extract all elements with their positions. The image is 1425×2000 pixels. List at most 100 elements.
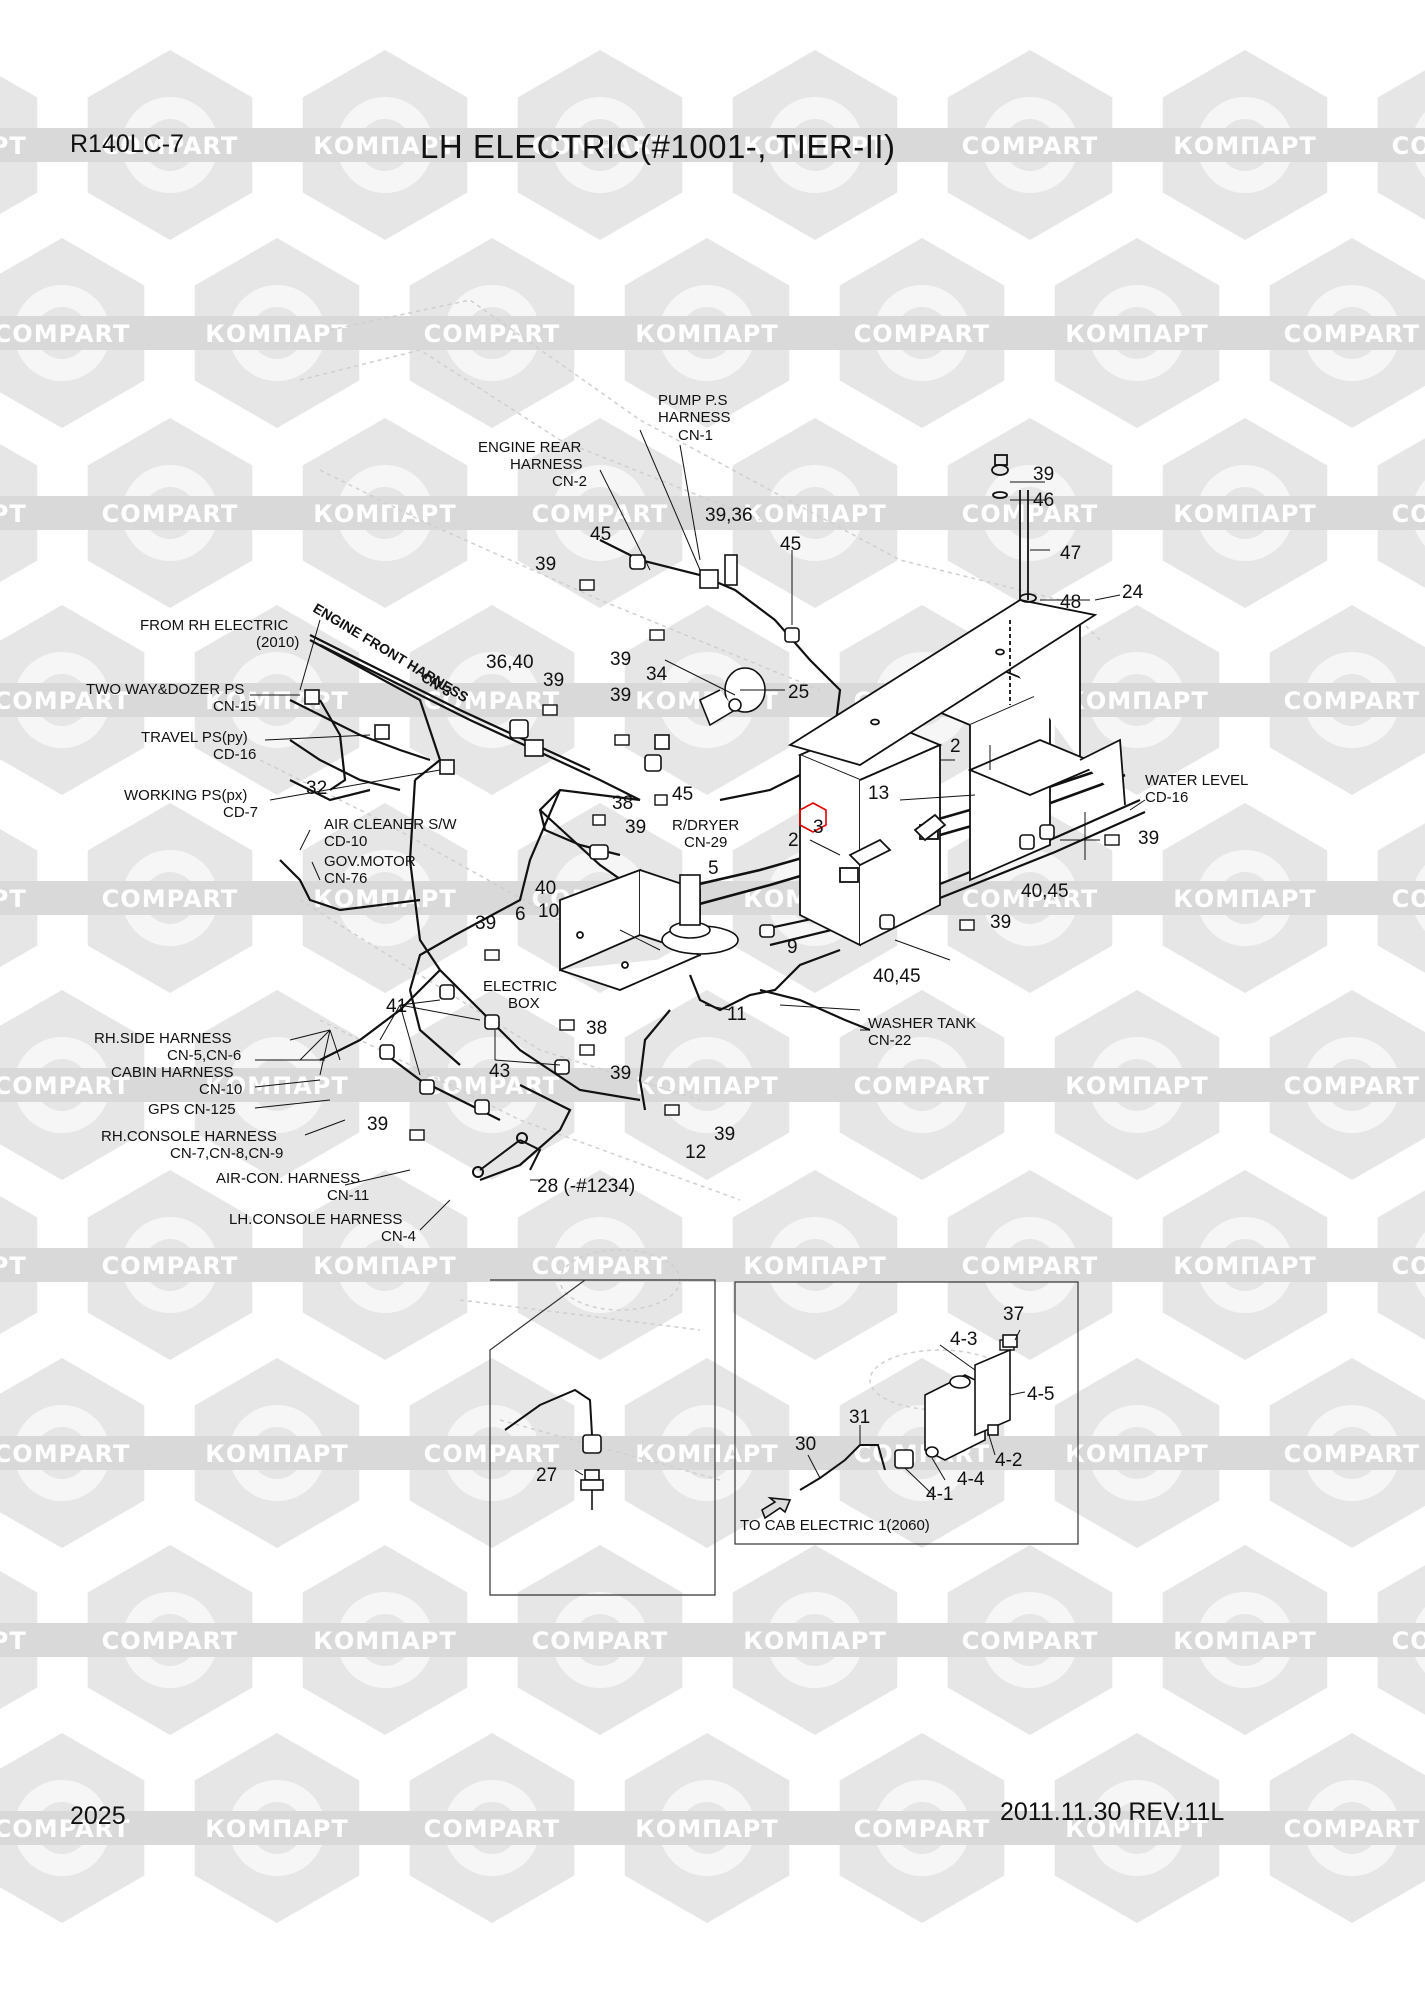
watermark-text: COMPART: [854, 1815, 991, 1843]
watermark-tile: КОМПАРТ: [707, 1170, 923, 1360]
callout-6: 6: [515, 904, 526, 925]
callout-40: 40: [535, 878, 556, 899]
watermark-text: COMPART: [1392, 885, 1425, 913]
callout-34: 34: [646, 664, 668, 685]
watermark-tile: COMPART: [814, 1733, 1030, 1923]
note-rh-side-2: CN-5,CN-6: [167, 1047, 241, 1064]
r-dryer: [661, 874, 739, 955]
note-water-level-1: WATER LEVEL: [1145, 772, 1248, 789]
watermark-text: COMPART: [1284, 1815, 1421, 1843]
watermark-tile: КОМПАРТ: [1137, 418, 1353, 608]
watermark-text: COMPART: [962, 500, 1099, 528]
callout-45-c: 45: [672, 784, 693, 805]
watermark-tile: КОМПАРТ: [1029, 1358, 1245, 1548]
callout-4-3: 4-3: [950, 1329, 977, 1350]
callout-40-45-a: 40,45: [1021, 881, 1069, 902]
watermark-text: КОМПАРТ: [0, 885, 27, 913]
watermark-text: COMPART: [102, 885, 239, 913]
watermark-text: КОМПАРТ: [1173, 1627, 1317, 1655]
watermark-tile: COMPART: [0, 990, 170, 1180]
watermark-tile: COMPART: [922, 50, 1138, 240]
watermark-tile: КОМПАРТ: [169, 1358, 385, 1548]
watermark-text: КОМПАРТ: [743, 1252, 887, 1280]
watermark-text: КОМПАРТ: [205, 1072, 349, 1100]
watermark-text: КОМПАРТ: [0, 1252, 27, 1280]
note-lh-console-1: LH.CONSOLE HARNESS: [229, 1211, 402, 1228]
callout-24: 24: [1122, 582, 1144, 603]
watermark-tile: COMPART: [62, 803, 278, 993]
watermark-text: COMPART: [962, 1627, 1099, 1655]
watermark-text: COMPART: [532, 1627, 669, 1655]
watermark-text: КОМПАРТ: [1065, 1440, 1209, 1468]
callout-4-4: 4-4: [957, 1469, 985, 1490]
watermark-tile: КОМПАРТ: [0, 75, 63, 215]
watermark-text: COMPART: [424, 687, 561, 715]
watermark-text: КОМПАРТ: [0, 500, 27, 528]
watermark-tile: КОМПАРТ: [277, 50, 493, 240]
watermark-tile: КОМПАРТ: [277, 418, 493, 608]
watermark-text: КОМПАРТ: [743, 132, 887, 160]
watermark-tile: COMPART: [384, 1733, 600, 1923]
callout-45-a: 45: [590, 524, 611, 545]
callout-39-k: 39: [714, 1124, 735, 1145]
note-r-dryer-2: CN-29: [684, 834, 727, 851]
note-working-ps-1: WORKING PS(px): [124, 787, 247, 804]
watermark-tile: COMPART: [492, 50, 708, 240]
watermark-text: КОМПАРТ: [635, 1815, 779, 1843]
watermark-tile: COMPART: [492, 418, 708, 608]
watermark-text: COMPART: [102, 132, 239, 160]
note-two-way-1: TWO WAY&DOZER PS: [86, 681, 244, 698]
watermark-text: COMPART: [424, 1440, 561, 1468]
page-number: 2025: [70, 1802, 126, 1830]
watermark-tile: КОМПАРТ: [707, 1545, 923, 1735]
watermark-text: КОМПАРТ: [313, 1252, 457, 1280]
note-gov-motor-1: GOV.MOTOR: [324, 853, 416, 870]
watermark-tile: COMPART: [1244, 605, 1425, 795]
watermark-tile: КОМПАРТ: [0, 1570, 63, 1710]
note-air-cleaner-1: AIR CLEANER S/W: [324, 816, 457, 833]
watermark-tile: COMPART: [922, 1170, 1138, 1360]
callout-5: 5: [708, 858, 719, 879]
watermark-tile: КОМПАРТ: [169, 1733, 385, 1923]
watermark-tile: КОМПАРТ: [1137, 1170, 1353, 1360]
callout-40-45-b: 40,45: [873, 966, 921, 987]
note-air-con-1: AIR-CON. HARNESS: [216, 1170, 360, 1187]
watermark-text: COMPART: [1284, 1440, 1421, 1468]
watermark-text: КОМПАРТ: [1065, 320, 1209, 348]
watermark-tile: КОМПАРТ: [0, 443, 63, 583]
note-rh-side-1: RH.SIDE HARNESS: [94, 1030, 232, 1047]
watermark-tile: КОМПАРТ: [599, 1358, 815, 1548]
watermark-text: COMPART: [102, 1627, 239, 1655]
watermark-text: COMPART: [424, 1072, 561, 1100]
note-cabin-1: CABIN HARNESS: [111, 1064, 234, 1081]
callout-38-b: 38: [586, 1018, 607, 1039]
watermark-tile: КОМПАРТ: [599, 1733, 815, 1923]
watermark-tile: КОМПАРТ: [169, 238, 385, 428]
callout-39-f: 39: [1138, 828, 1159, 849]
note-gov-motor-2: CN-76: [324, 870, 367, 887]
watermark-text: COMPART: [854, 1072, 991, 1100]
watermark-text: COMPART: [1284, 1072, 1421, 1100]
callout-13: 13: [868, 783, 889, 804]
callout-39-j: 39: [367, 1114, 388, 1135]
callout-41: 41: [386, 996, 407, 1017]
watermark-text: COMPART: [1392, 132, 1425, 160]
sensor-27: [504, 1388, 604, 1510]
callout-9: 9: [787, 937, 798, 958]
watermark-text: КОМПАРТ: [0, 132, 27, 160]
watermark-text: КОМПАРТ: [635, 320, 779, 348]
callout-47: 47: [1060, 543, 1081, 564]
note-lh-console-2: CN-4: [381, 1228, 416, 1245]
watermark-tile: COMPART: [0, 238, 170, 428]
note-engine-rear-1: ENGINE REAR: [478, 439, 582, 456]
watermark-text: COMPART: [532, 132, 669, 160]
callout-39-c: 39: [610, 685, 631, 706]
clamps-connectors: [304, 554, 1055, 1115]
callout-39-i: 39: [610, 1063, 631, 1084]
callout-12: 12: [685, 1142, 706, 1163]
revision-date: 2011.11.30 REV.11L: [1000, 1798, 1225, 1826]
callout-30: 30: [795, 1434, 816, 1455]
note-washer-tank-2: CN-22: [868, 1032, 911, 1049]
callout-39-e: 39: [625, 817, 646, 838]
watermark-tile: COMPART: [492, 1545, 708, 1735]
